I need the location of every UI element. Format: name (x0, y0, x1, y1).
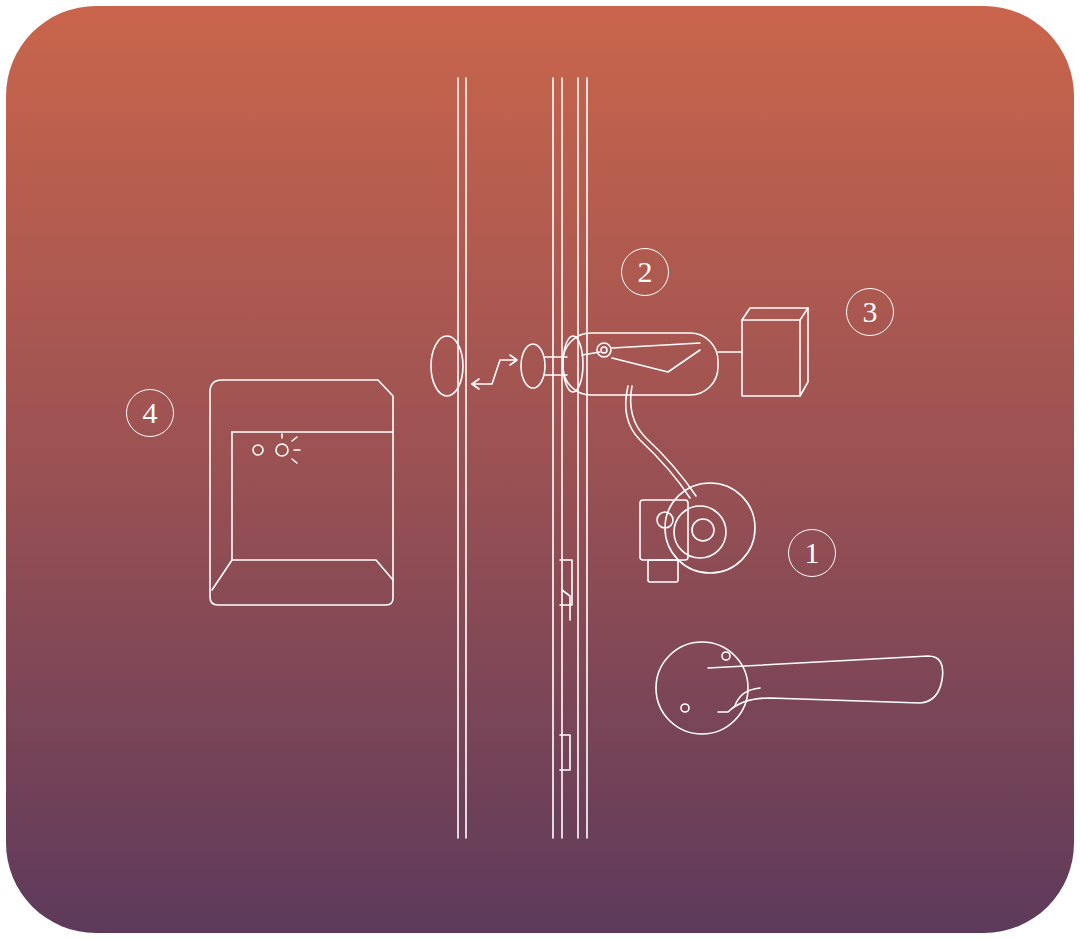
lock-cylinder (640, 483, 755, 582)
door-frame (458, 78, 587, 838)
callout-number: 2 (638, 257, 653, 287)
door-handle (656, 642, 943, 734)
callout-number: 4 (143, 398, 158, 428)
bolt-cylinder (521, 333, 718, 395)
callout-circle: 3 (846, 288, 894, 336)
reader-box (210, 380, 393, 605)
battery-box (718, 308, 808, 396)
wire (626, 386, 690, 498)
callout-circle: 2 (621, 248, 669, 296)
background-panel (6, 6, 1074, 933)
callout-number: 3 (863, 297, 878, 327)
callout-circle: 1 (788, 529, 836, 577)
wire (631, 386, 696, 496)
magnet-disk (431, 336, 463, 396)
signal-arrow (472, 355, 517, 389)
callout-circle: 4 (126, 389, 174, 437)
callout-number: 1 (805, 538, 820, 568)
